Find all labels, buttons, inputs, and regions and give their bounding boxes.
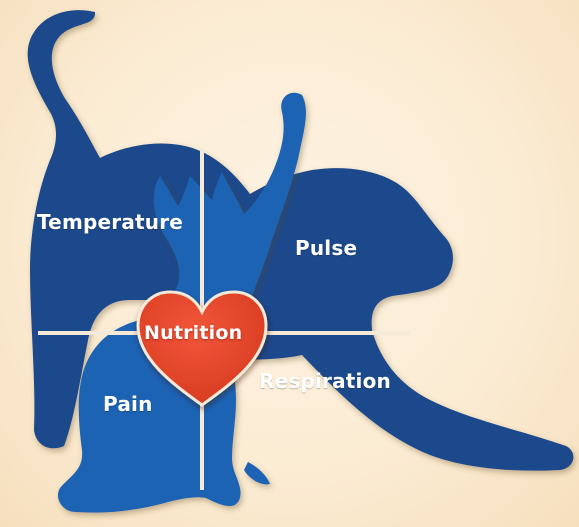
temperature-label: Temperature <box>37 210 183 234</box>
pain-label: Pain <box>103 392 153 416</box>
pulse-label: Pulse <box>295 236 357 260</box>
nutrition-label: Nutrition <box>144 322 242 344</box>
respiration-label: Respiration <box>259 369 391 393</box>
